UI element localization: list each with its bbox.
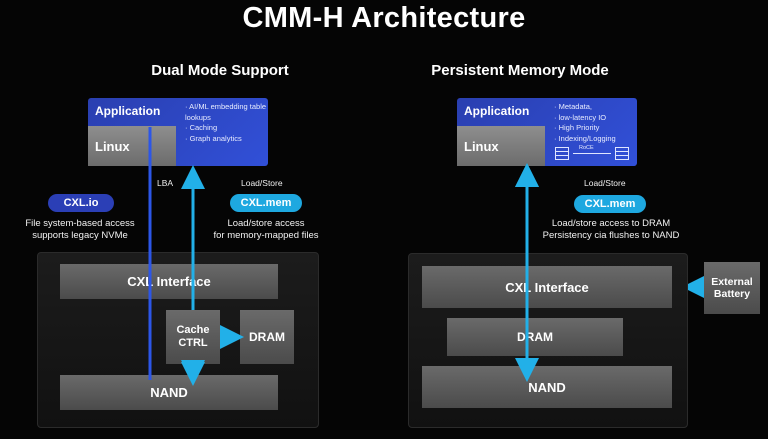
dual-mode-heading: Dual Mode Support xyxy=(151,62,289,79)
right-bullet-metadata: Metadata, xyxy=(554,102,636,113)
server-left-icon xyxy=(555,147,569,160)
right-linux-box: Linux xyxy=(457,126,545,166)
roce-graphic: RoCE xyxy=(555,145,633,162)
right-cxl-mem-pill: CXL.mem xyxy=(574,195,646,213)
cxl-io-caption-line2: supports legacy NVMe xyxy=(32,230,128,241)
cache-ctrl-box: Cache CTRL xyxy=(166,310,220,364)
external-battery-line1: External xyxy=(711,276,753,288)
left-bullet-caching: Caching xyxy=(185,123,267,134)
persistent-mode-heading: Persistent Memory Mode xyxy=(431,62,609,79)
right-bullet-indexing: Indexing/Logging xyxy=(554,134,636,145)
left-load-store-label: Load/Store xyxy=(241,178,283,188)
right-bullet-low-latency: low-latency IO xyxy=(554,113,636,124)
left-application-bullets: AI/ML embedding table lookups Caching Gr… xyxy=(185,102,267,144)
roce-label: RoCE xyxy=(579,145,594,151)
right-application-bullets: Metadata, low-latency IO High Priority I… xyxy=(554,102,636,144)
cxl-io-caption: File system-based access supports legacy… xyxy=(10,218,150,242)
left-cxl-mem-pill: CXL.mem xyxy=(230,194,302,212)
left-nand-bar: NAND xyxy=(60,375,278,410)
left-linux-box: Linux xyxy=(88,126,176,166)
cxl-io-caption-line1: File system-based access xyxy=(25,218,135,229)
left-cxl-mem-caption-line1: Load/store access xyxy=(227,218,305,229)
left-bullet-graph: Graph analytics xyxy=(185,134,267,145)
right-dram-bar: DRAM xyxy=(447,318,623,356)
cache-ctrl-line2: CTRL xyxy=(178,337,208,349)
cxl-io-pill: CXL.io xyxy=(48,194,114,212)
right-nand-bar: NAND xyxy=(422,366,672,408)
page-title: CMM-H Architecture xyxy=(242,2,526,34)
right-cxl-mem-caption-line2: Persistency cia flushes to NAND xyxy=(542,230,680,241)
left-cxl-mem-caption: Load/store access for memory-mapped file… xyxy=(196,218,336,242)
left-application-label: Application xyxy=(95,104,161,118)
external-battery-line2: Battery xyxy=(713,288,751,300)
left-dram-box: DRAM xyxy=(240,310,294,364)
right-cxl-mem-caption-line1: Load/store access to DRAM xyxy=(551,218,671,229)
server-right-icon xyxy=(615,147,629,160)
left-cxl-mem-caption-line2: for memory-mapped files xyxy=(213,230,319,241)
cache-ctrl-line1: Cache xyxy=(176,324,210,336)
right-cxl-mem-caption: Load/store access to DRAM Persistency ci… xyxy=(526,218,696,242)
right-load-store-label: Load/Store xyxy=(584,178,626,188)
external-battery-box: External Battery xyxy=(704,262,760,314)
right-cxl-interface: CXL Interface xyxy=(422,266,672,308)
right-bullet-priority: High Priority xyxy=(554,123,636,134)
left-cxl-interface: CXL Interface xyxy=(60,264,278,299)
roce-link-line xyxy=(573,153,611,154)
right-application-label: Application xyxy=(464,104,530,118)
lba-label: LBA xyxy=(157,178,174,188)
left-bullet-ai-ml: AI/ML embedding table lookups xyxy=(185,102,267,123)
